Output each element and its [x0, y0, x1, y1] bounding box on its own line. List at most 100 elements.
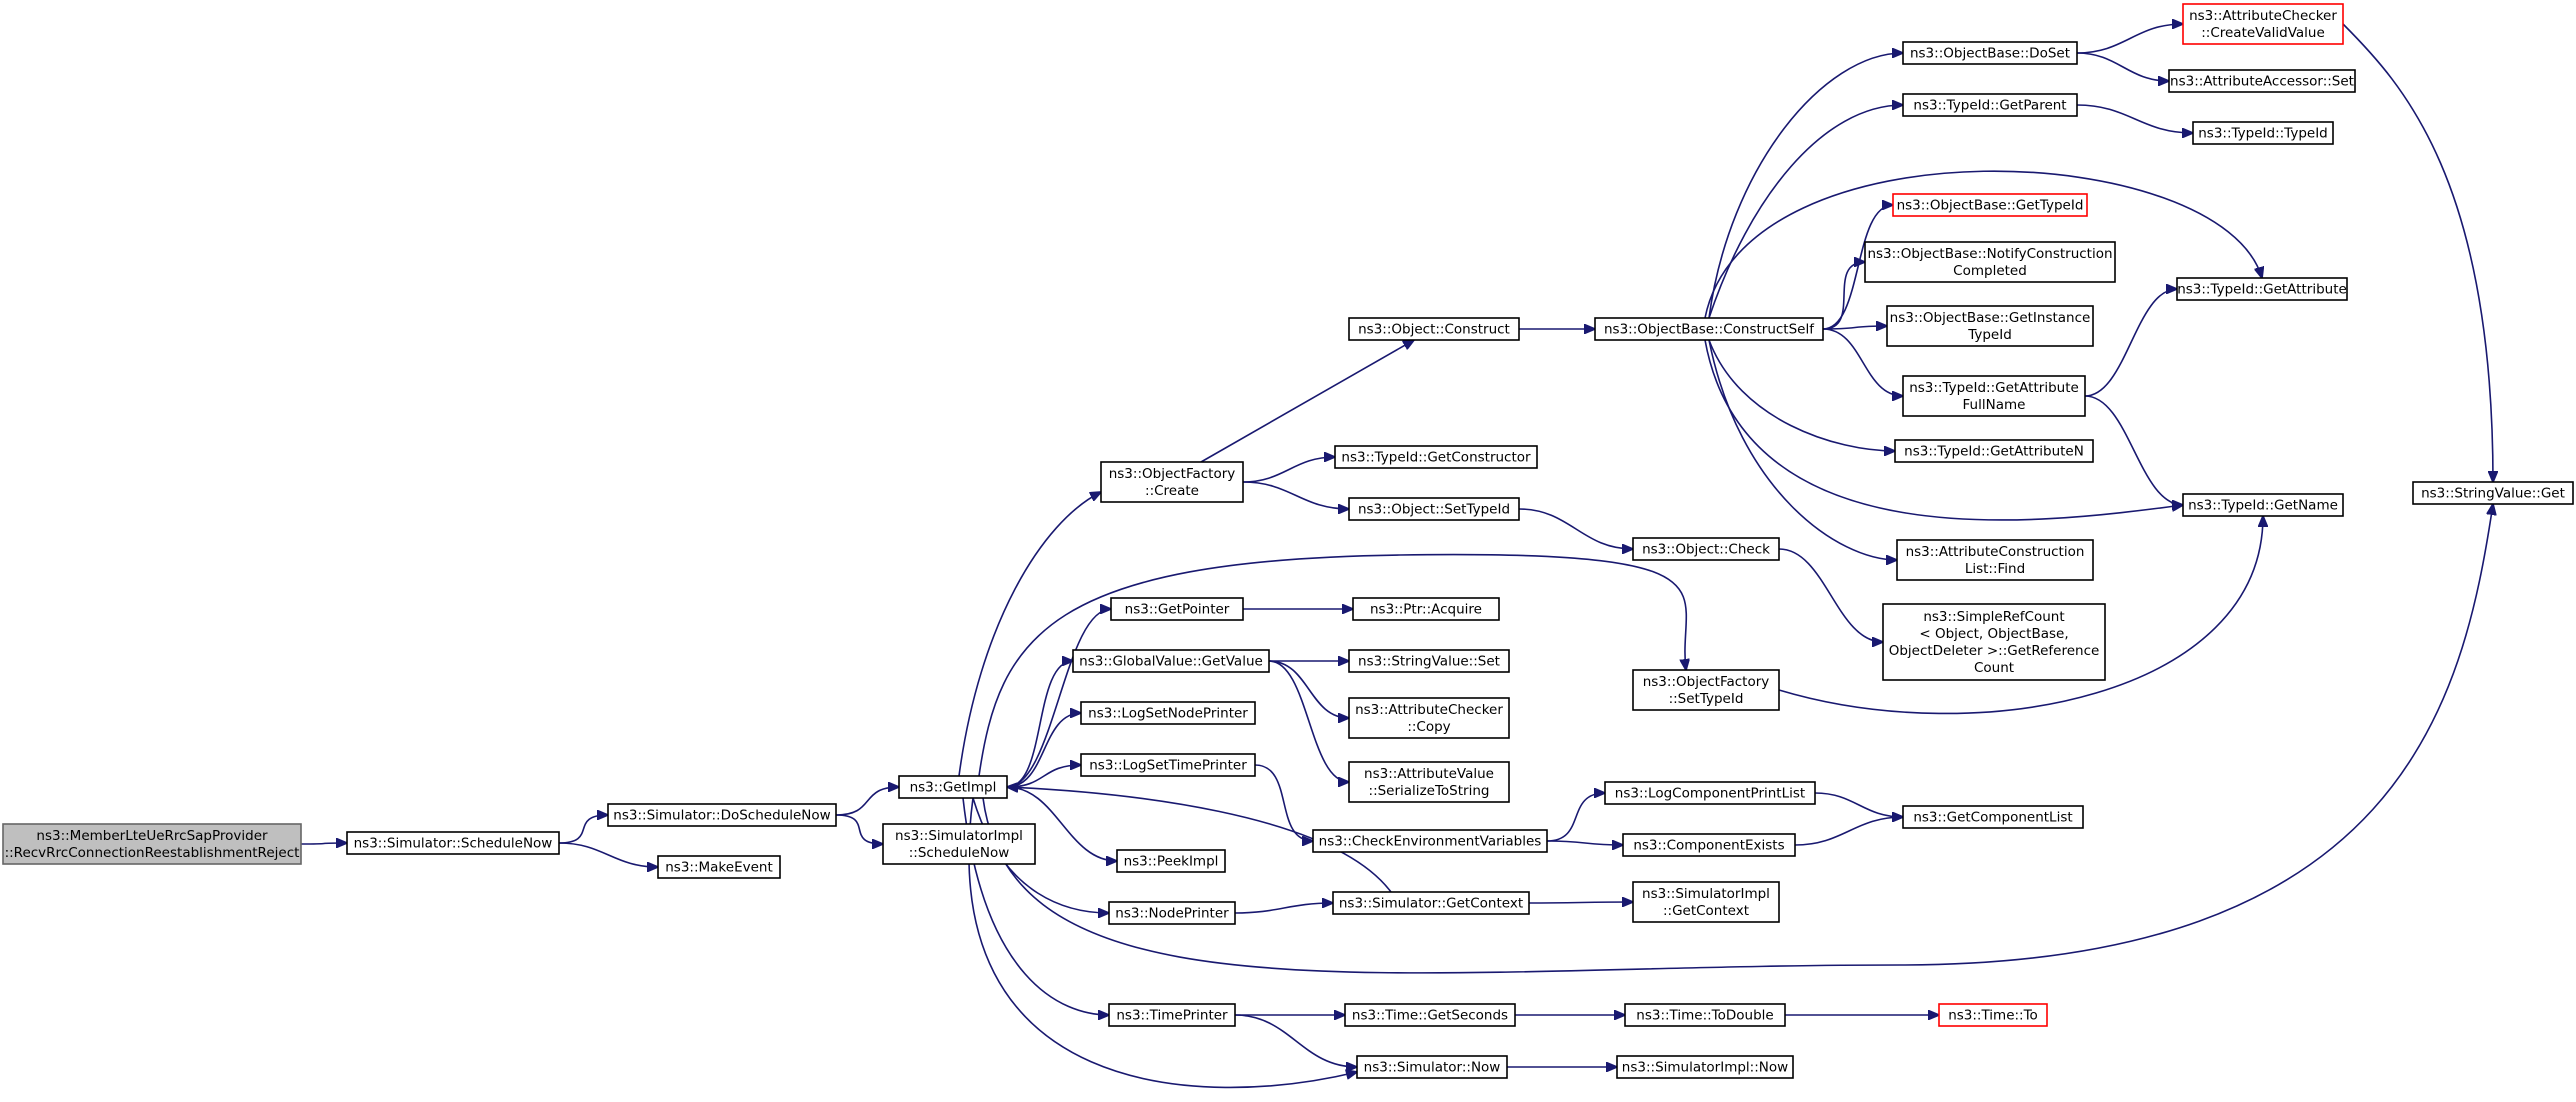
node-ns3-simulator-now[interactable]: ns3::Simulator::Now: [1356, 1055, 1508, 1079]
node-label: Count: [1974, 660, 2014, 676]
node-ns3-simulatorimpl-now[interactable]: ns3::SimulatorImpl::Now: [1616, 1055, 1794, 1079]
node-ns3-attributechecker-copy[interactable]: ns3::AttributeChecker::Copy: [1348, 697, 1510, 739]
node-ns3-objectbase-constructself[interactable]: ns3::ObjectBase::ConstructSelf: [1594, 317, 1824, 341]
edge-objectSetTypeId-to-objectCheck: [1518, 508, 1633, 549]
edge-checkEnvVars-to-logComponentPrintList: [1546, 793, 1605, 842]
node-ns3-typeid-getparent[interactable]: ns3::TypeId::GetParent: [1902, 93, 2078, 117]
edge-scheduleNow-to-doScheduleNow: [558, 815, 608, 844]
edge-root-to-scheduleNow: [300, 843, 347, 844]
node-ns3-time-getseconds[interactable]: ns3::Time::GetSeconds: [1344, 1003, 1516, 1027]
node-box: [882, 823, 1036, 865]
edge-constructSelf-to-typeIdGetName: [1704, 339, 2183, 521]
node-label: ns3::Ptr::Acquire: [1370, 602, 1482, 618]
node-label: ::Copy: [1407, 719, 1450, 735]
node-label: ns3::LogSetNodePrinter: [1088, 706, 1248, 722]
node-box: [607, 803, 837, 827]
node-ns3-typeid-getattribute[interactable]: ns3::TypeId::GetAttribute: [2176, 277, 2348, 301]
edge-scheduleNow-to-makeEvent: [558, 842, 658, 867]
node-ns3-attributevalue-serializetostring[interactable]: ns3::AttributeValue::SerializeToString: [1348, 761, 1510, 803]
node-ns3-timeprinter[interactable]: ns3::TimePrinter: [1108, 1003, 1236, 1027]
node-box: [1312, 829, 1548, 853]
node-ns3-objectbase-doset[interactable]: ns3::ObjectBase::DoSet: [1902, 41, 2078, 65]
edge-createValidValue-to-stringValueGet: [2342, 23, 2493, 482]
node-label: ns3::ObjectBase::ConstructSelf: [1604, 322, 1815, 338]
node-box: [1348, 761, 1510, 803]
edge-objFactoryCreate-to-typeIdGetConstructor: [1242, 457, 1335, 483]
node-ns3-makeevent[interactable]: ns3::MakeEvent: [657, 855, 781, 879]
node-label: ns3::Simulator::GetContext: [1339, 896, 1523, 912]
node-box: [2182, 493, 2344, 517]
node-label: ::Create: [1145, 483, 1199, 499]
node-ns3-stringvalue-get[interactable]: ns3::StringValue::Get: [2412, 481, 2574, 505]
node-ns3-ptr-acquire[interactable]: ns3::Ptr::Acquire: [1352, 597, 1500, 621]
node-ns3-typeid-typeid[interactable]: ns3::TypeId::TypeId: [2192, 121, 2334, 145]
node-ns3-objectbase-gettypeid[interactable]: ns3::ObjectBase::GetTypeId: [1892, 193, 2088, 217]
node-box: [1108, 1003, 1236, 1027]
node-box: [1632, 537, 1780, 561]
node-ns3-object-construct[interactable]: ns3::Object::Construct: [1348, 317, 1520, 341]
edge-logComponentPrintList-to-getComponentList: [1814, 792, 1903, 817]
node-ns3-simulator-schedulenow[interactable]: ns3::Simulator::ScheduleNow: [346, 831, 560, 855]
edge-simGetContext-to-simImplGetContext: [1528, 902, 1633, 903]
node-ns3-attributeaccessor-set[interactable]: ns3::AttributeAccessor::Set: [2168, 69, 2356, 93]
node-label: ns3::CheckEnvironmentVariables: [1319, 834, 1542, 850]
node-ns3-simulator-doschedulenow[interactable]: ns3::Simulator::DoScheduleNow: [607, 803, 837, 827]
node-ns3-memberlteuerrcsapprovider-recvrrcconnectionreestablishmentreject[interactable]: ns3::MemberLteUeRrcSapProvider::RecvRrcC…: [2, 823, 302, 865]
node-ns3-checkenvironmentvariables[interactable]: ns3::CheckEnvironmentVariables: [1312, 829, 1548, 853]
node-label: ns3::Simulator::ScheduleNow: [354, 836, 553, 852]
node-ns3-globalvalue-getvalue[interactable]: ns3::GlobalValue::GetValue: [1072, 649, 1270, 673]
edge-objFactoryCreate-to-objectConstruct: [1200, 340, 1414, 463]
node-ns3-peekimpl[interactable]: ns3::PeekImpl: [1116, 849, 1226, 873]
node-label: ns3::Time::To: [1948, 1008, 2038, 1024]
node-ns3-object-check[interactable]: ns3::Object::Check: [1632, 537, 1780, 561]
node-ns3-componentexists[interactable]: ns3::ComponentExists: [1622, 833, 1796, 857]
node-ns3-objectbase-notifyconstruction-completed[interactable]: ns3::ObjectBase::NotifyConstructionCompl…: [1864, 241, 2116, 283]
node-ns3-logcomponentprintlist[interactable]: ns3::LogComponentPrintList: [1604, 781, 1816, 805]
node-ns3-stringvalue-set[interactable]: ns3::StringValue::Set: [1348, 649, 1510, 673]
node-ns3-typeid-getattributen[interactable]: ns3::TypeId::GetAttributeN: [1894, 439, 2094, 463]
node-label: ns3::TypeId::GetParent: [1913, 98, 2066, 114]
edge-constructSelf-to-notifyConstruction: [1822, 262, 1865, 330]
node-box: [2168, 69, 2356, 93]
node-label: ::CreateValidValue: [2201, 25, 2325, 41]
node-ns3-attributechecker-createvalidvalue[interactable]: ns3::AttributeChecker::CreateValidValue: [2182, 3, 2344, 45]
node-ns3-typeid-getname[interactable]: ns3::TypeId::GetName: [2182, 493, 2344, 517]
node-ns3-objectfactory-settypeid[interactable]: ns3::ObjectFactory::SetTypeId: [1632, 669, 1780, 711]
node-ns3-getpointer[interactable]: ns3::GetPointer: [1110, 597, 1244, 621]
edge-checkEnvVars-to-componentExists: [1546, 841, 1623, 845]
node-ns3-objectfactory-create[interactable]: ns3::ObjectFactory::Create: [1100, 461, 1244, 503]
node-label: ns3::GetImpl: [910, 780, 997, 796]
node-ns3-simulatorimpl-getcontext[interactable]: ns3::SimulatorImpl::GetContext: [1632, 881, 1780, 923]
node-label: ns3::Simulator::Now: [1364, 1060, 1501, 1076]
edge-objFactorySetTypeId-to-typeIdGetName: [1778, 516, 2263, 715]
node-ns3-typeid-getconstructor[interactable]: ns3::TypeId::GetConstructor: [1334, 445, 1538, 469]
edge-constructSelf-to-getParent: [1708, 105, 1903, 319]
node-box: [657, 855, 781, 879]
node-ns3-simplerefcount-object-objectbase-objectdeleter-getreference-count[interactable]: ns3::SimpleRefCount< Object, ObjectBase,…: [1882, 603, 2106, 681]
node-ns3-getcomponentlist[interactable]: ns3::GetComponentList: [1902, 805, 2084, 829]
node-label: ::SerializeToString: [1369, 783, 1490, 799]
node-ns3-simulatorimpl-schedulenow[interactable]: ns3::SimulatorImpl::ScheduleNow: [882, 823, 1036, 865]
node-label: ns3::ObjectBase::DoSet: [1910, 46, 2070, 62]
node-ns3-logsettimeprinter[interactable]: ns3::LogSetTimePrinter: [1080, 753, 1256, 777]
node-ns3-getimpl[interactable]: ns3::GetImpl: [898, 775, 1008, 799]
edge-constructSelf-to-getInstanceTypeId: [1822, 326, 1887, 329]
node-label: ns3::Object::SetTypeId: [1358, 502, 1510, 518]
node-ns3-logsetnodeprinter[interactable]: ns3::LogSetNodePrinter: [1080, 701, 1256, 725]
node-ns3-object-settypeid[interactable]: ns3::Object::SetTypeId: [1348, 497, 1520, 521]
node-ns3-time-to[interactable]: ns3::Time::To: [1938, 1003, 2048, 1027]
node-ns3-simulator-getcontext[interactable]: ns3::Simulator::GetContext: [1332, 891, 1530, 915]
node-box: [1632, 669, 1780, 711]
node-box: [1110, 597, 1244, 621]
edge-doScheduleNow-to-simImplScheduleNow: [835, 814, 883, 844]
node-box: [1622, 833, 1796, 857]
node-ns3-time-todouble[interactable]: ns3::Time::ToDouble: [1624, 1003, 1786, 1027]
edge-timePrinter-to-simulatorNow: [1234, 1014, 1357, 1067]
edge-doScheduleNow-to-getImpl: [835, 787, 899, 816]
node-ns3-nodeprinter[interactable]: ns3::NodePrinter: [1108, 901, 1236, 925]
node-label: ns3::SimulatorImpl: [1642, 886, 1770, 902]
node-box: [2192, 121, 2334, 145]
